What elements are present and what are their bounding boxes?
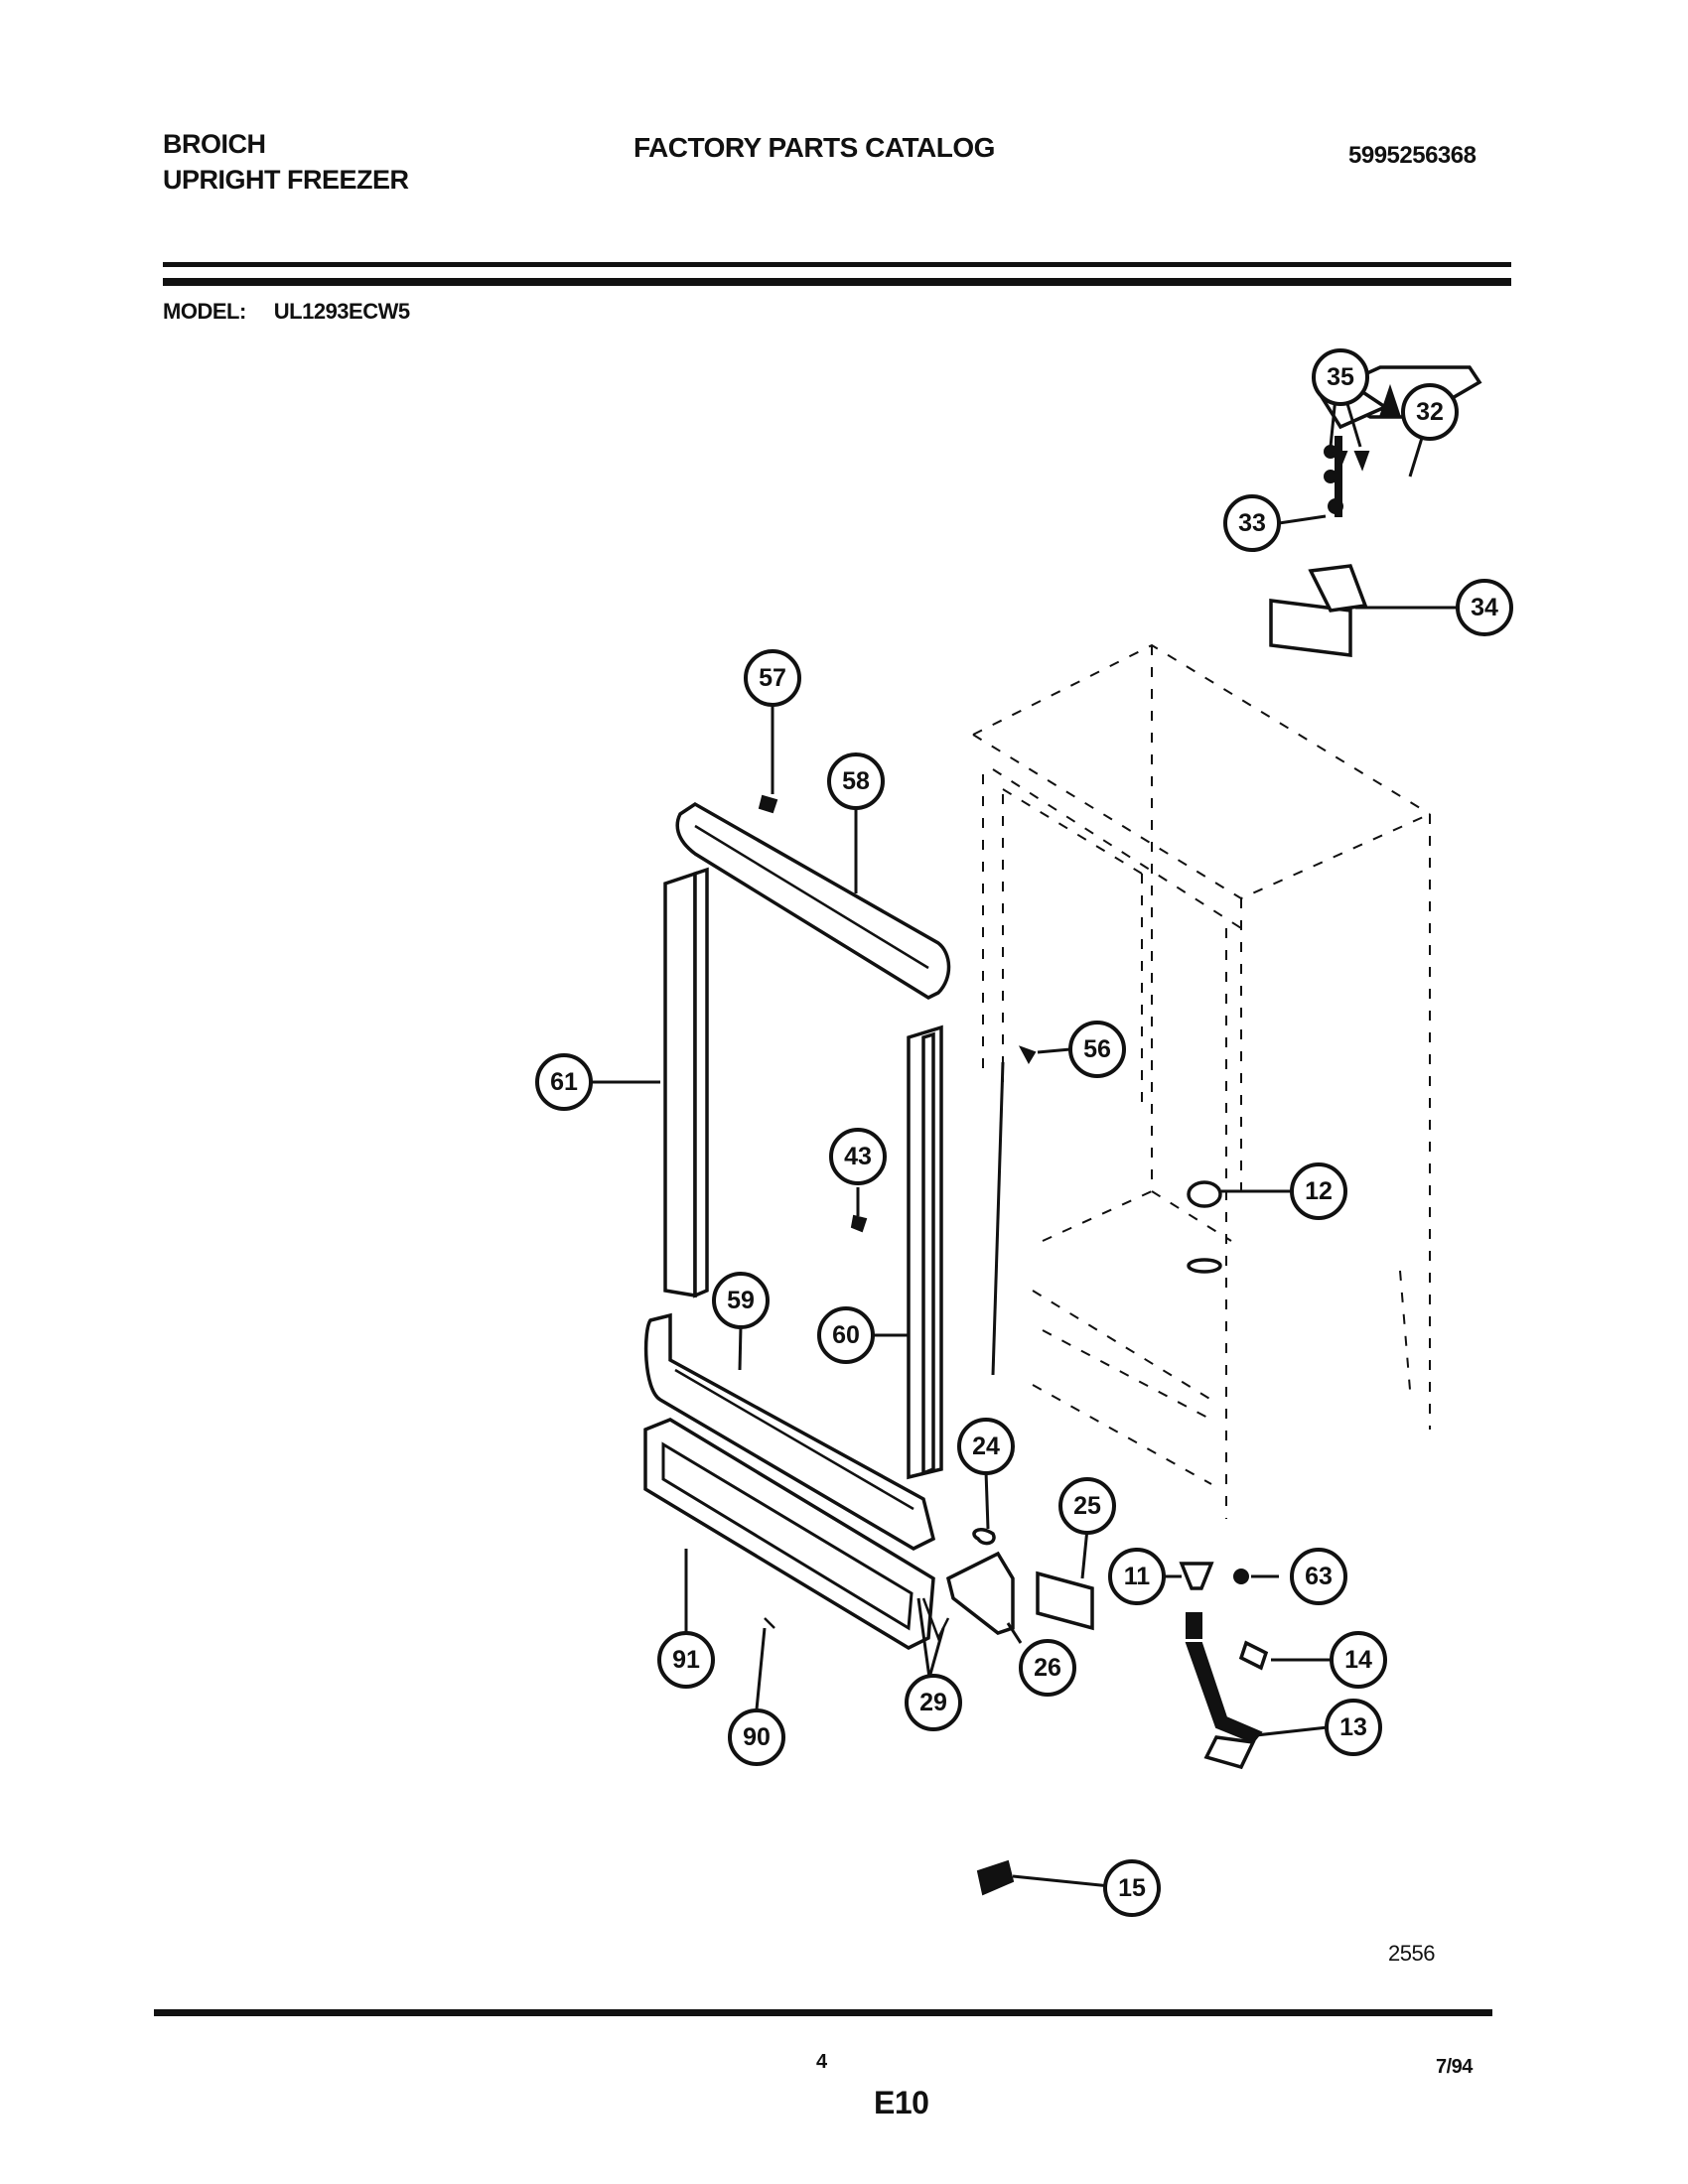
- svg-text:14: 14: [1344, 1646, 1372, 1674]
- svg-text:11: 11: [1124, 1563, 1151, 1590]
- callout-60: 60: [817, 1306, 875, 1364]
- callout-90: 90: [728, 1708, 785, 1766]
- svg-text:25: 25: [1073, 1492, 1101, 1520]
- section-code: E10: [874, 2085, 929, 2120]
- callout-29: 29: [905, 1674, 962, 1731]
- callout-63: 63: [1290, 1548, 1347, 1605]
- callout-91: 91: [657, 1631, 715, 1689]
- svg-text:35: 35: [1327, 363, 1354, 391]
- callout-26: 26: [1019, 1639, 1076, 1697]
- svg-text:57: 57: [759, 664, 786, 692]
- svg-text:59: 59: [727, 1287, 755, 1314]
- svg-text:13: 13: [1339, 1713, 1367, 1741]
- callout-57: 57: [744, 649, 801, 707]
- callout-35: 35: [1312, 348, 1369, 406]
- door-edge-line: [991, 1061, 1005, 1376]
- svg-text:24: 24: [972, 1433, 1000, 1460]
- callout-14: 14: [1330, 1631, 1387, 1689]
- callout-13: 13: [1325, 1699, 1382, 1756]
- model-value: UL1293ECW5: [273, 299, 410, 324]
- callout-15: 15: [1103, 1859, 1161, 1917]
- cabinet-outline: [972, 643, 1431, 1519]
- svg-text:61: 61: [550, 1068, 578, 1096]
- header-rule-thick: [163, 278, 1511, 286]
- svg-text:56: 56: [1083, 1035, 1111, 1063]
- svg-text:58: 58: [842, 767, 870, 795]
- callout-59: 59: [712, 1272, 770, 1329]
- kickplate-part: [643, 1418, 935, 1650]
- svg-text:15: 15: [1118, 1874, 1146, 1902]
- svg-text:63: 63: [1305, 1563, 1333, 1590]
- svg-text:90: 90: [743, 1723, 771, 1751]
- callout-12: 12: [1290, 1162, 1347, 1220]
- svg-text:34: 34: [1471, 594, 1498, 621]
- callout-24: 24: [957, 1418, 1015, 1475]
- callout-25: 25: [1058, 1477, 1116, 1535]
- svg-text:12: 12: [1305, 1177, 1333, 1205]
- callout-33: 33: [1223, 494, 1281, 552]
- right-gasket-part: [907, 1024, 943, 1480]
- callout-32: 32: [1401, 383, 1459, 441]
- svg-text:29: 29: [919, 1689, 947, 1716]
- brand-name: BROICH: [163, 129, 266, 159]
- svg-text:32: 32: [1416, 398, 1444, 426]
- callout-61: 61: [535, 1053, 593, 1111]
- footer-rule: [154, 2009, 1492, 2016]
- model-label: MODEL:: [163, 299, 246, 324]
- header-rule-thin: [163, 262, 1511, 267]
- left-gasket-part: [663, 867, 709, 1298]
- svg-text:60: 60: [832, 1321, 860, 1349]
- callout-43: 43: [829, 1128, 887, 1185]
- svg-text:26: 26: [1034, 1654, 1061, 1682]
- callout-58: 58: [827, 752, 885, 810]
- product-type: UPRIGHT FREEZER: [163, 165, 409, 195]
- page-number: 4: [816, 2051, 827, 2073]
- top-gasket-part: [675, 801, 951, 1001]
- svg-text:33: 33: [1238, 509, 1266, 537]
- callout-56: 56: [1068, 1021, 1126, 1078]
- small-parts: [758, 794, 1269, 1896]
- catalog-part-number: 5995256368: [1348, 142, 1477, 169]
- revision-date: 7/94: [1436, 2056, 1473, 2078]
- callout-34: 34: [1456, 579, 1513, 636]
- model-line: MODEL: UL1293ECW5: [163, 299, 410, 325]
- svg-text:91: 91: [672, 1646, 700, 1674]
- catalog-title: FACTORY PARTS CATALOG: [633, 132, 995, 163]
- callout-11: 11: [1108, 1548, 1166, 1605]
- svg-text:43: 43: [844, 1143, 872, 1170]
- bottom-gasket-part: [643, 1312, 936, 1551]
- diagram-number: 2556: [1388, 1941, 1435, 1966]
